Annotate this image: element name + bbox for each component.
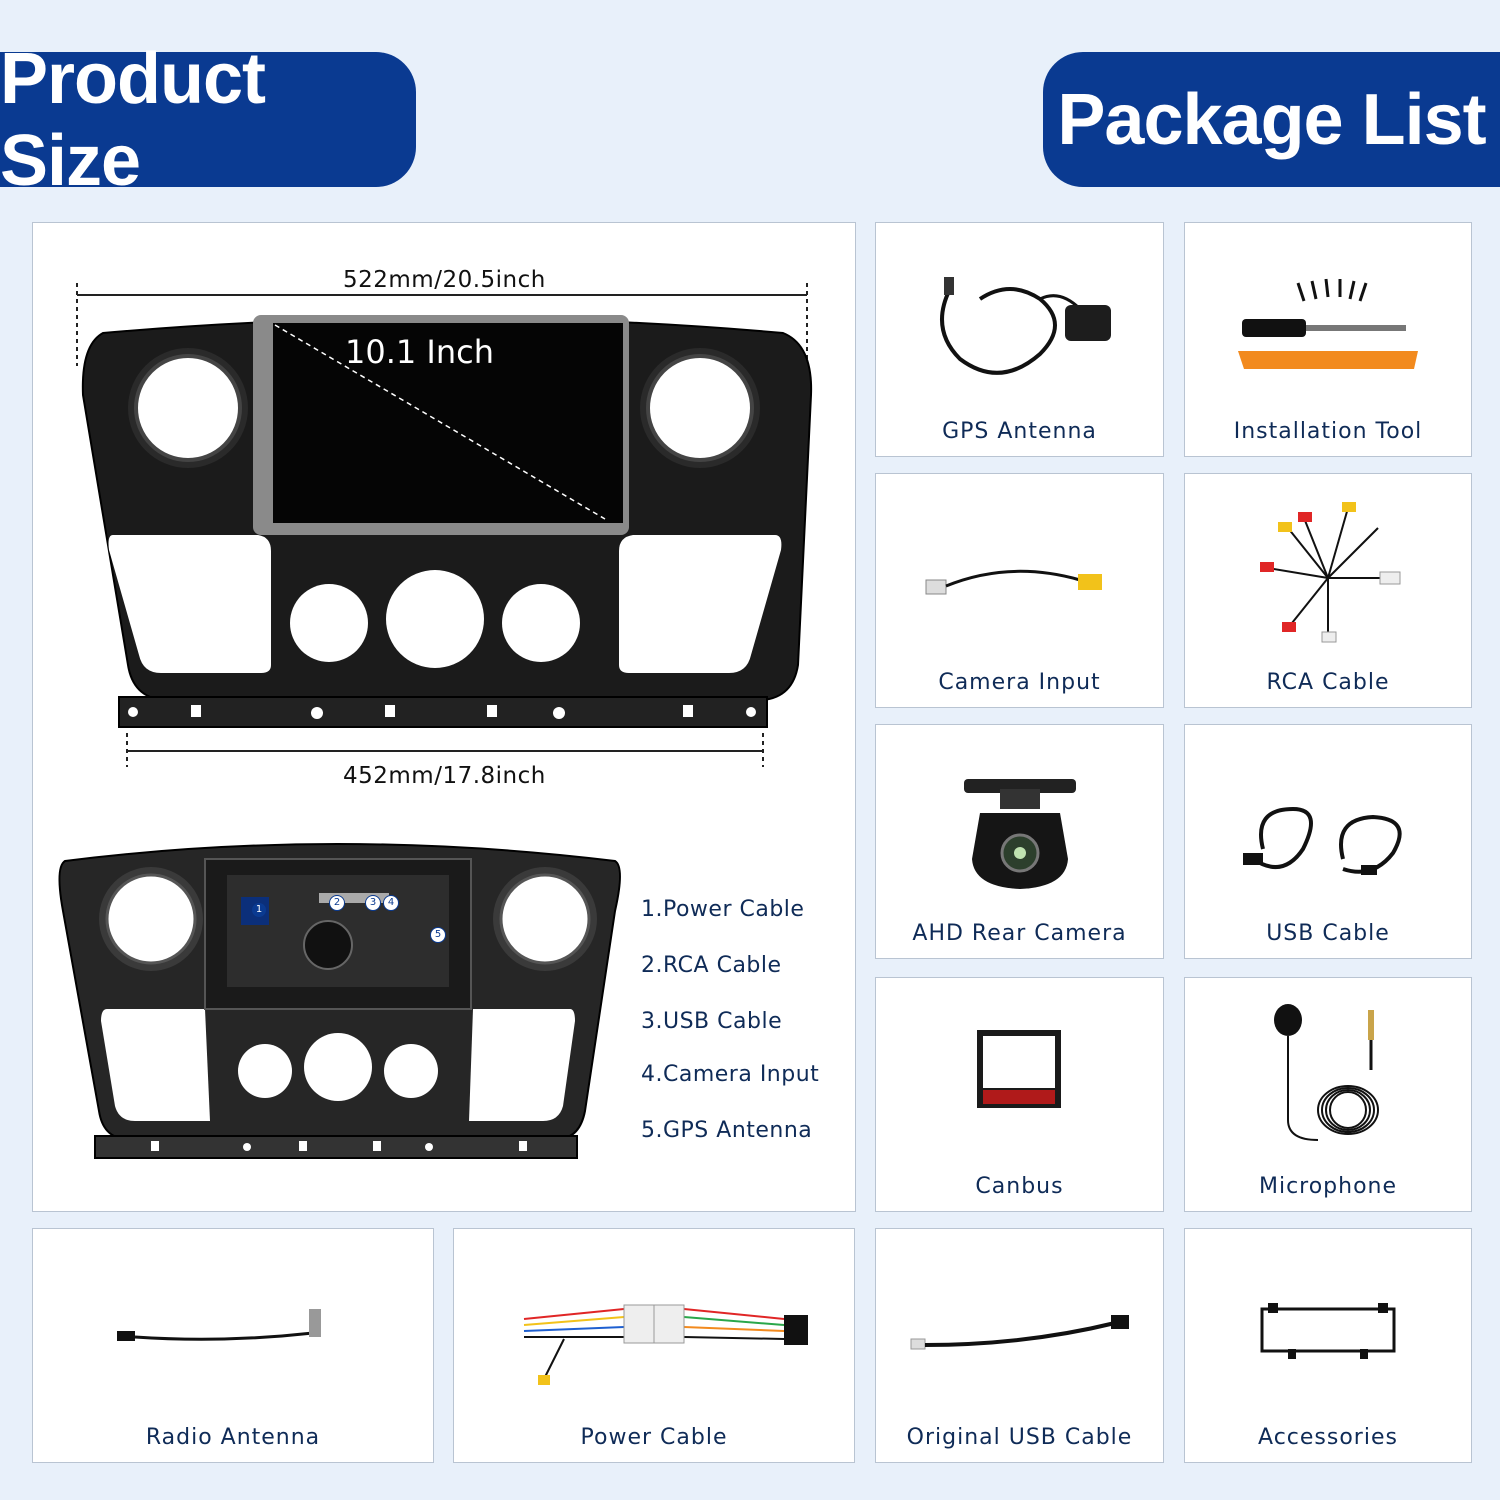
package-label: GPS Antenna — [942, 419, 1097, 444]
port-marker-1: 1 — [252, 903, 266, 917]
legend-item-2: 2.RCA Cable — [641, 953, 782, 978]
head-unit-bezel: 10.1 Inch — [253, 315, 629, 535]
package-label: USB Cable — [1266, 921, 1390, 946]
package-list-banner: Package List — [1043, 52, 1500, 187]
package-card-ahd-rear-camera: AHD Rear Camera — [875, 724, 1164, 959]
package-card-gps-antenna: GPS Antenna — [875, 222, 1164, 457]
package-card-installation-tool: Installation Tool — [1184, 222, 1472, 457]
package-card-power-cable: Power Cable — [453, 1228, 855, 1463]
legend-item-3: 3.USB Cable — [641, 1009, 783, 1034]
head-unit-screen: 10.1 Inch — [273, 323, 623, 523]
package-label: Camera Input — [938, 670, 1101, 695]
package-card-canbus: Canbus — [875, 977, 1164, 1212]
package-card-usb-cable: USB Cable — [1184, 724, 1472, 959]
port-marker-4: 4 — [383, 895, 399, 911]
product-size-banner: Product Size — [0, 39, 416, 201]
port-marker-3: 3 — [365, 895, 381, 911]
legend-item-5: 5.GPS Antenna — [641, 1118, 813, 1143]
bottom-dimension-line — [126, 733, 764, 767]
package-card-camera-input: Camera Input — [875, 473, 1164, 708]
package-label: Original USB Cable — [906, 1425, 1133, 1450]
rear-camera-icon — [963, 779, 1076, 889]
original-usb-cable-icon — [910, 1315, 1129, 1350]
gps-antenna-icon — [939, 277, 1111, 375]
package-card-microphone: Microphone — [1184, 977, 1472, 1212]
top-dimension-line — [76, 283, 808, 366]
package-label: Microphone — [1258, 1174, 1398, 1199]
product-size-panel: 522mm/20.5inch 10. — [32, 222, 856, 1212]
package-label: Power Cable — [580, 1425, 728, 1450]
radio-antenna-icon — [117, 1309, 321, 1341]
package-label: Radio Antenna — [145, 1425, 321, 1450]
package-card-rca-cable: RCA Cable — [1184, 473, 1472, 708]
canbus-icon — [976, 1030, 1061, 1108]
usb-cable-icon — [1243, 806, 1402, 875]
microphone-icon — [1274, 1004, 1379, 1141]
camera-input-cable-icon — [925, 569, 1102, 595]
screen-size-label: 10.1 Inch — [345, 333, 495, 371]
bottom-width-label: 452mm/17.8inch — [343, 763, 546, 789]
package-card-accessories: Accessories — [1184, 1228, 1472, 1463]
package-label: Canbus — [975, 1174, 1064, 1199]
top-width-label: 522mm/20.5inch — [343, 267, 546, 293]
screen-diagonal — [274, 324, 606, 520]
dash-panel-back-view — [58, 843, 621, 1159]
package-label: RCA Cable — [1266, 670, 1390, 695]
port-marker-5: 5 — [430, 927, 446, 943]
port-marker-2: 2 — [329, 895, 345, 911]
rca-cable-icon — [1260, 502, 1401, 643]
legend-item-4: 4.Camera Input — [641, 1062, 820, 1087]
accessories-icon — [1260, 1303, 1396, 1359]
power-cable-icon — [523, 1304, 808, 1385]
package-card-original-usb-cable: Original USB Cable — [875, 1228, 1164, 1463]
legend-item-1: 1.Power Cable — [641, 897, 805, 922]
package-label: AHD Rear Camera — [912, 921, 1127, 946]
installation-tool-icon — [1238, 278, 1418, 369]
package-card-radio-antenna: Radio Antenna — [32, 1228, 434, 1463]
package-label: Accessories — [1258, 1425, 1398, 1450]
package-label: Installation Tool — [1233, 419, 1423, 444]
